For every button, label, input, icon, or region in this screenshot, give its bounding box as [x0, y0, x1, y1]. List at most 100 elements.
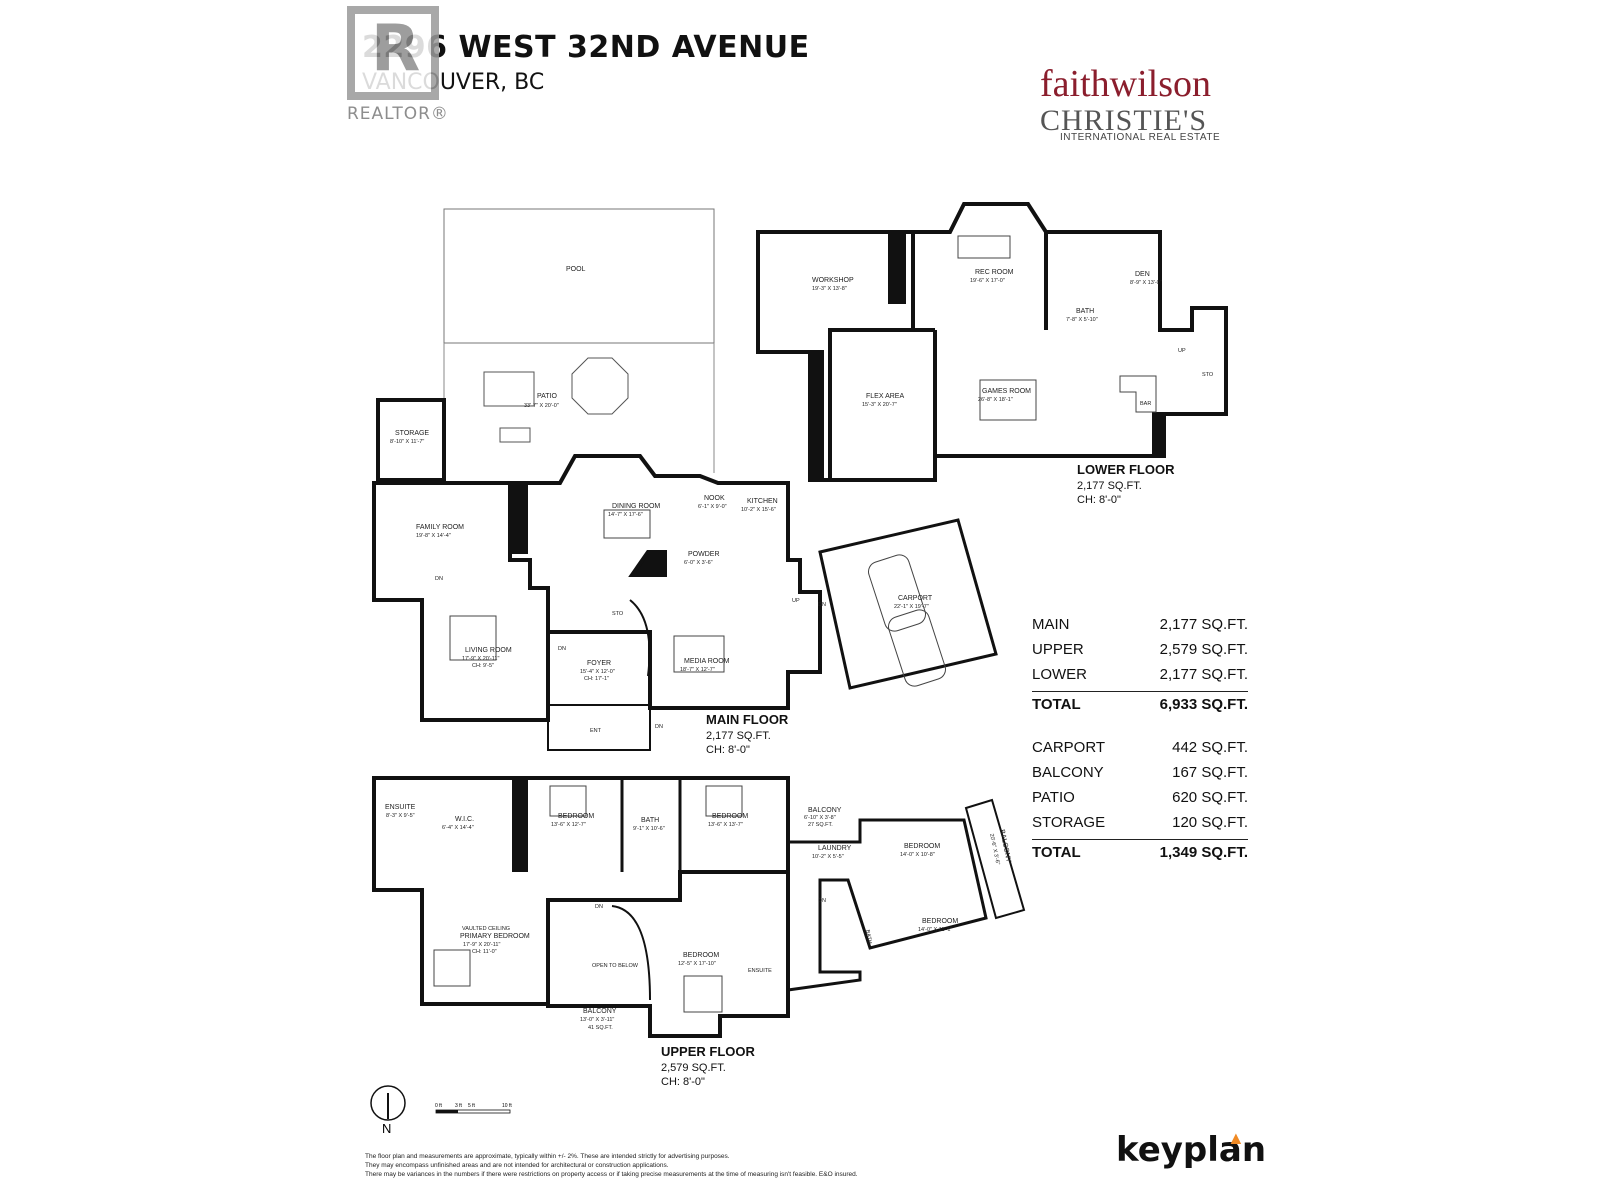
dim-bath-upper: 9'-1" X 10'-6" — [633, 826, 665, 832]
pool-area — [443, 208, 715, 344]
sq-balcony-3: 41 SQ.FT. — [588, 1025, 613, 1031]
dim-living-room: 17'-9" X 20'-11" — [462, 656, 499, 662]
label-foyer: FOYER — [587, 660, 611, 667]
area-label: UPPER — [1032, 641, 1084, 658]
dim-bath-lower: 7'-8" X 5'-10" — [1066, 317, 1098, 323]
label-dn-main: DN — [818, 602, 826, 608]
patio-lounger — [483, 371, 535, 407]
car-2-icon — [888, 609, 946, 687]
label-games-room: GAMES ROOM — [982, 388, 1031, 395]
main-floor-ch: CH: 8'-0" — [706, 744, 750, 756]
bedroom1-bed-icon — [549, 785, 587, 817]
carport-outline — [818, 518, 998, 690]
games-table-icon — [979, 379, 1037, 421]
dim-dining-room: 14'-7" X 17'-6" — [608, 512, 643, 518]
upper-south-walls — [546, 872, 790, 1038]
brand-intl: INTERNATIONAL REAL ESTATE — [1060, 132, 1221, 143]
label-bath-upper: BATH — [641, 817, 659, 824]
scale-tick-3: 10 ft — [502, 1103, 512, 1109]
upper-floor-plan — [372, 776, 1026, 1038]
chimney-main — [512, 482, 528, 554]
brand-christies: CHRISTIE'S — [1040, 104, 1208, 137]
label-media-room: MEDIA ROOM — [684, 658, 730, 665]
patio-umbrella — [571, 357, 629, 415]
lower-floor-name: LOWER FLOOR — [1077, 462, 1175, 477]
ch-foyer: CH: 17'-1" — [584, 676, 609, 682]
label-wic: W.I.C. — [455, 816, 474, 823]
label-bedroom-5: BEDROOM — [683, 952, 719, 959]
area-label: TOTAL — [1032, 844, 1081, 861]
powder-wall — [628, 550, 667, 577]
upper-partitions — [520, 778, 682, 872]
label-bedroom-2: BEDROOM — [712, 813, 748, 820]
disclaimer-line-3: There may be variances in the numbers if… — [365, 1171, 858, 1178]
label-dining-room: DINING ROOM — [612, 503, 660, 510]
label-dn-upper: DN — [595, 904, 603, 910]
bedroom5-bed-icon — [683, 975, 723, 1013]
compass: N — [370, 1085, 406, 1135]
dim-balcony-1: 6'-10" X 3'-8" — [804, 815, 836, 821]
area-value: 167 SQ.FT. — [1172, 764, 1248, 781]
ch-living-room: CH: 9'-5" — [472, 663, 494, 669]
rec-sofa-icon — [957, 235, 1011, 259]
label-kitchen: KITCHEN — [747, 498, 778, 505]
label-bedroom-4: BEDROOM — [922, 918, 958, 925]
scale-tick-2: 5 ft — [468, 1103, 476, 1109]
area-value: 6,933 SQ.FT. — [1159, 696, 1248, 713]
keyplan-logo: keyplan — [1116, 1130, 1267, 1170]
dim-foyer: 15'-4" X 12'-0" — [580, 669, 615, 675]
lower-rooms-walls — [828, 202, 1228, 482]
dim-rec-room: 19'-6" X 17'-0" — [970, 278, 1005, 284]
realtor-logo: R — [347, 6, 439, 100]
patio-table — [499, 427, 531, 443]
dim-balcony-3: 13'-0" X 3'-11" — [580, 1017, 614, 1023]
upper-stair — [611, 905, 651, 1001]
label-ent: ENT — [590, 728, 602, 734]
brand-faithwilson: faithwilson — [1040, 63, 1211, 105]
area-label: LOWER — [1032, 666, 1088, 683]
scale-bar: 0 ft 3 ft 5 ft 10 ft — [435, 1103, 512, 1114]
dim-bedroom-5: 12'-5" X 17'-10" — [678, 961, 716, 967]
label-dn-upper-2: DN — [818, 898, 826, 904]
label-sto-lower: STO — [1202, 372, 1214, 378]
living-sofa-icon — [449, 615, 497, 661]
main-floor-name: MAIN FLOOR — [706, 712, 789, 727]
area-value: 2,177 SQ.FT. — [1159, 616, 1248, 633]
media-sofa-icon — [673, 635, 725, 673]
disclaimer: The floor plan and measurements are appr… — [365, 1152, 985, 1179]
chimney-upper — [512, 778, 528, 872]
ch-primary-bedroom: CH: 11'-0" — [472, 949, 497, 955]
bedroom2-bed-icon — [705, 785, 743, 817]
label-patio: PATIO — [537, 393, 558, 400]
dim-primary-bedroom: 17'-9" X 20'-11" — [463, 942, 500, 948]
compass-label: N — [382, 1121, 391, 1135]
bar-counter-icon — [1119, 375, 1157, 413]
label-powder: POWDER — [688, 551, 720, 558]
disclaimer-line-2: They may encompass unfinished areas and … — [365, 1162, 669, 1169]
area-label: MAIN — [1032, 616, 1070, 633]
dim-storage: 8'-10" X 11'-7" — [390, 439, 424, 445]
area-spacer — [1032, 717, 1248, 735]
dim-ensuite-1: 8'-3" X 9'-5" — [386, 813, 415, 819]
area-label: PATIO — [1032, 789, 1075, 806]
label-up-main: UP — [792, 598, 800, 604]
label-bedroom-3: BEDROOM — [904, 843, 940, 850]
main-floor-area: 2,177 SQ.FT. — [706, 730, 771, 742]
dim-bedroom-4: 14'-0" X 11'-1" — [918, 927, 952, 933]
label-bath-lower: BATH — [1076, 308, 1094, 315]
upper-floor-area: 2,579 SQ.FT. — [661, 1062, 726, 1074]
lower-floor-plan — [756, 202, 1228, 482]
label-dn-living: DN — [558, 646, 566, 652]
storage-walls — [376, 398, 446, 482]
label-carport: CARPORT — [898, 595, 933, 602]
area-row: UPPER 2,579 SQ.FT. — [1032, 637, 1248, 662]
dim-wic: 6'-4" X 14'-4" — [442, 825, 474, 831]
label-family-room: FAMILY ROOM — [416, 524, 464, 531]
area-value: 2,579 SQ.FT. — [1159, 641, 1248, 658]
dining-kitchen-walls — [510, 454, 822, 710]
